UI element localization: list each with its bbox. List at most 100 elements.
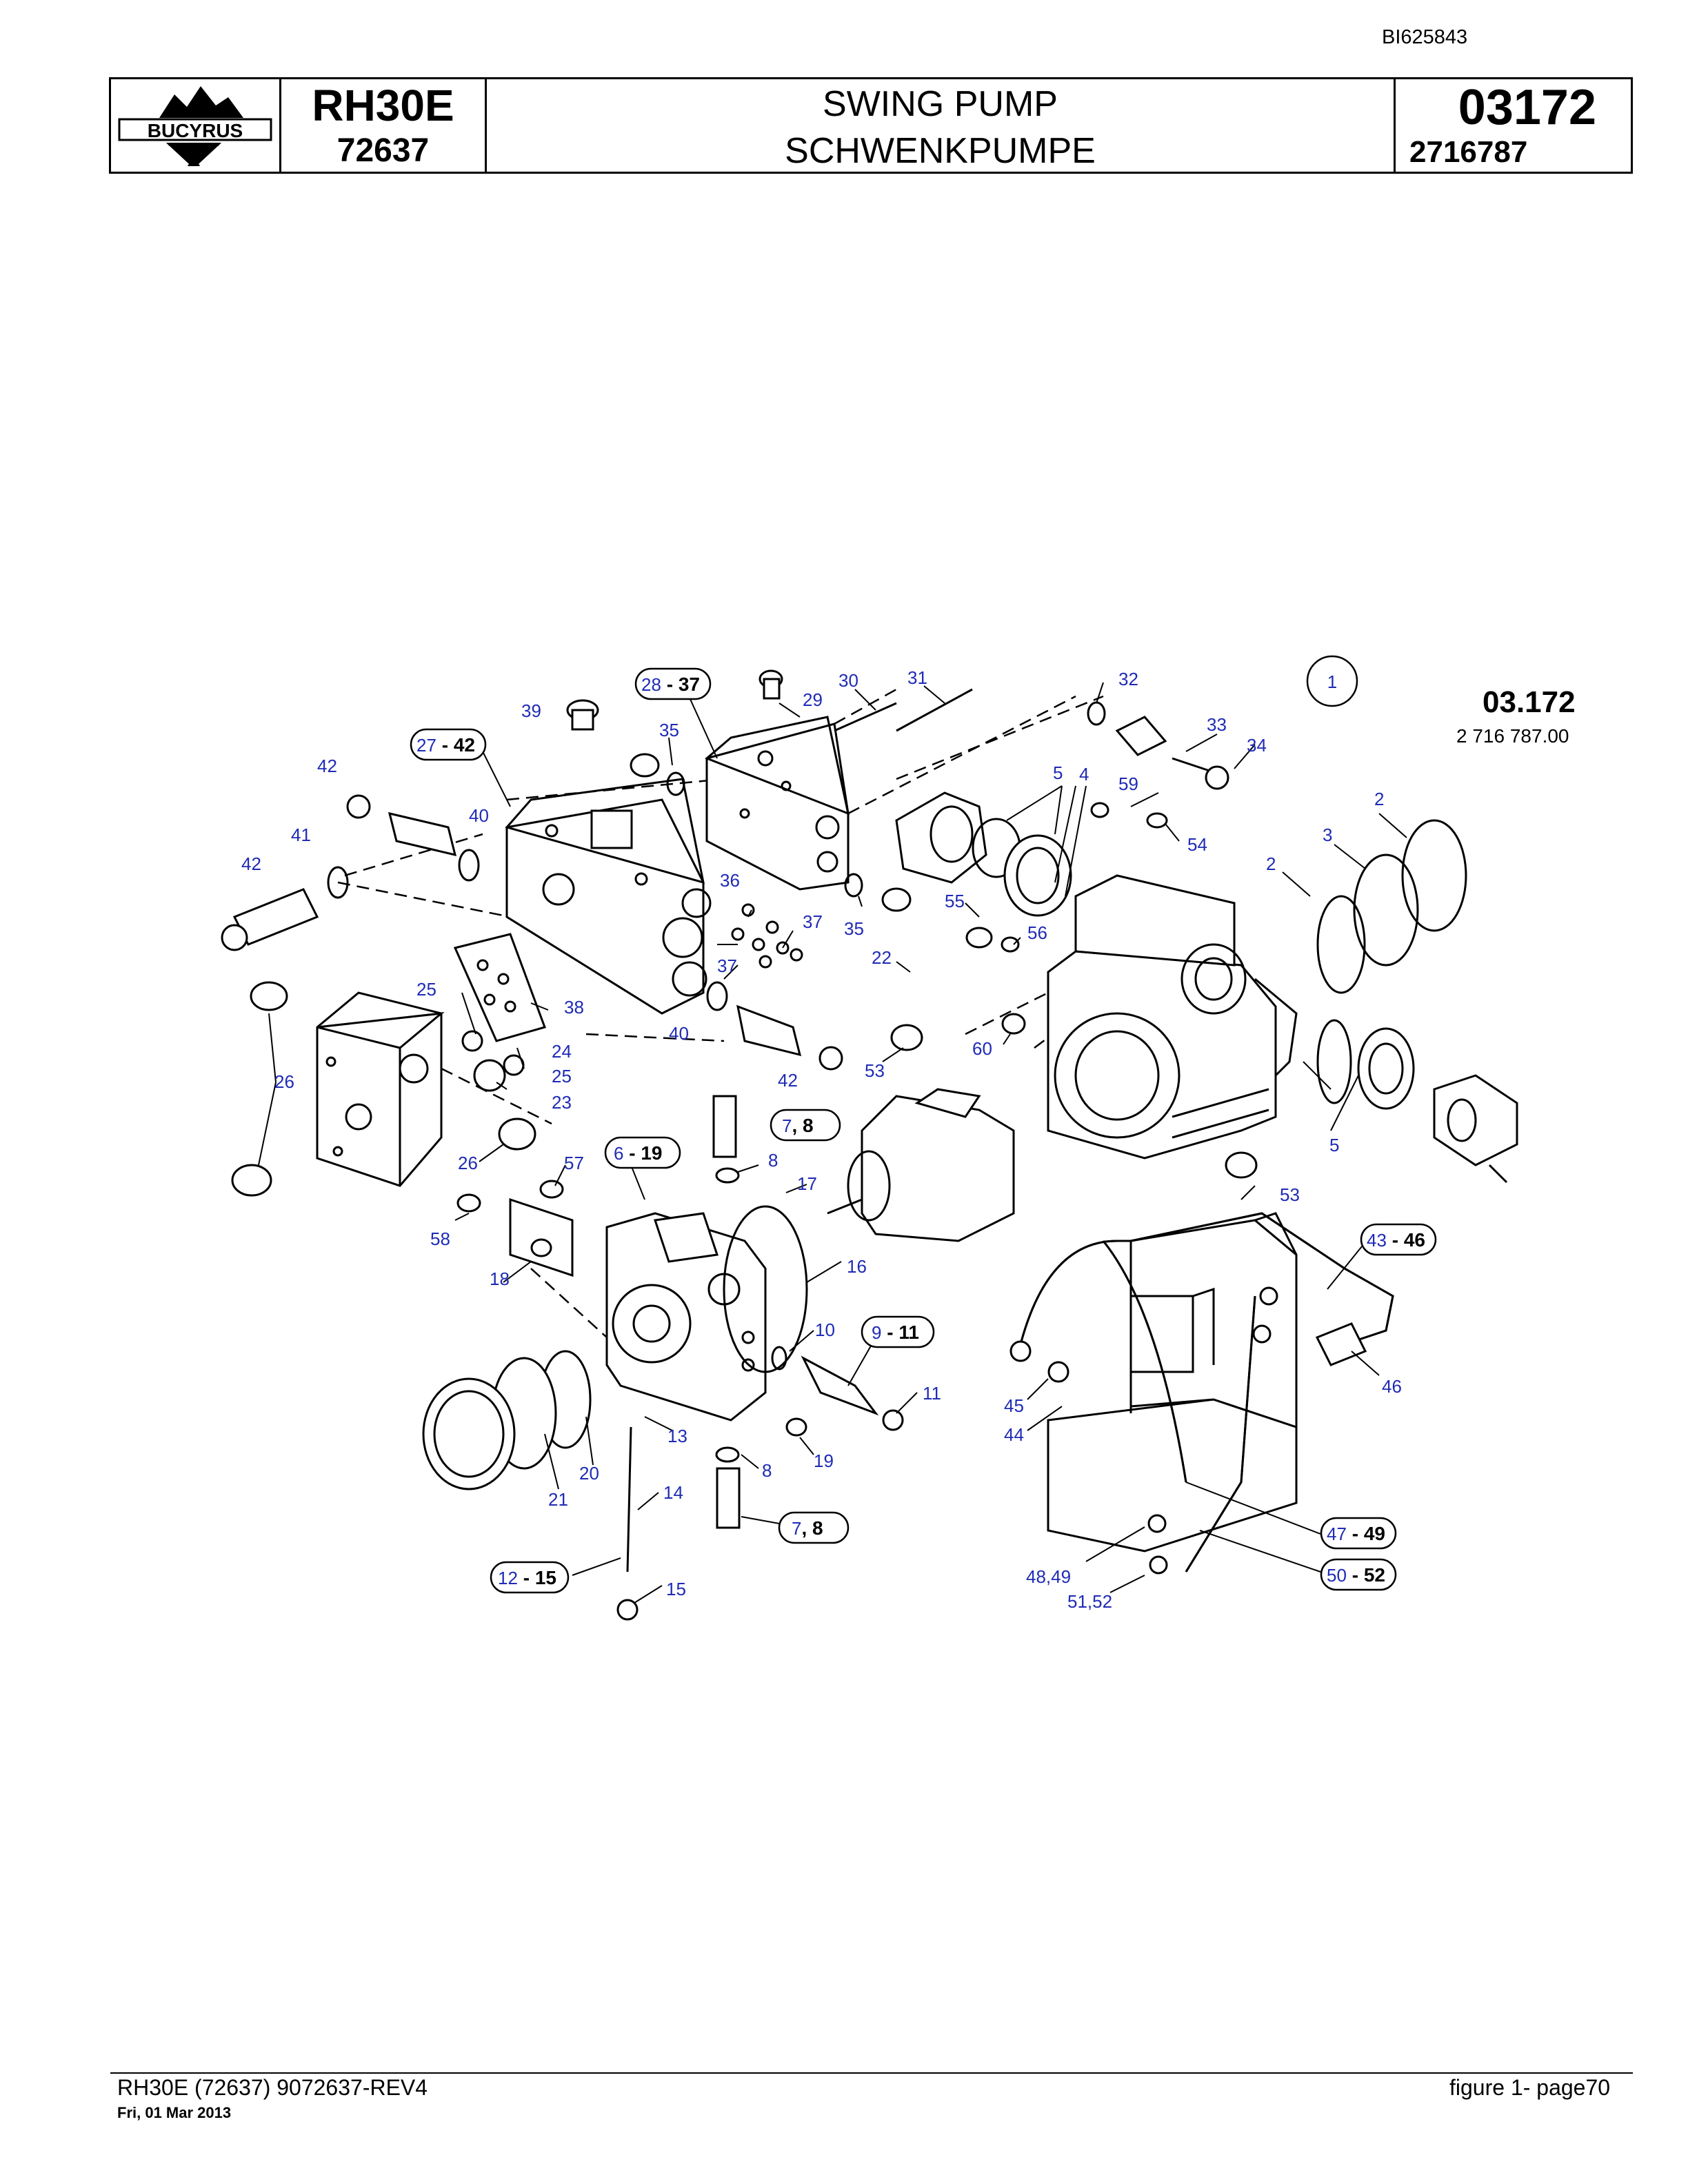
relief-valves xyxy=(221,794,843,1071)
range-43-46: 43 - 46 xyxy=(1367,1229,1425,1251)
pump-housing xyxy=(1047,874,1298,1160)
range-9-11: 9 - 11 xyxy=(872,1322,919,1343)
title-english: SWING PUMP xyxy=(823,84,1058,124)
callout-45: 45 xyxy=(1004,1395,1024,1416)
title-cell: SWING PUMP SCHWENKPUMPE xyxy=(487,79,1396,172)
rotary-group xyxy=(827,1088,1015,1242)
callout-22: 22 xyxy=(872,947,892,968)
circlips xyxy=(1316,819,1467,994)
callout-56: 56 xyxy=(1027,922,1047,943)
callout-20: 20 xyxy=(579,1463,599,1484)
cover-block xyxy=(316,991,445,1187)
callout-40b: 40 xyxy=(669,1023,689,1044)
pins-and-fittings xyxy=(456,1095,904,1621)
range-28-37: 28 - 37 xyxy=(641,674,700,695)
end-cover xyxy=(509,1197,808,1422)
screws-and-fittings xyxy=(666,688,1229,898)
range-27-42-box xyxy=(410,728,487,761)
callout-leader-lines xyxy=(258,682,1407,1604)
callout-46: 46 xyxy=(1382,1376,1402,1397)
callout-17: 17 xyxy=(797,1173,817,1194)
footer-document-ref: RH30E (72637) 9072637-REV4 xyxy=(117,2075,428,2100)
valve-block-upper xyxy=(705,716,850,891)
document-id: BI625843 xyxy=(1382,26,1468,48)
callout-1: 1 xyxy=(1327,671,1337,692)
bucyrus-logo-icon: BUCYRUS xyxy=(118,86,272,166)
callout-38: 38 xyxy=(564,997,584,1018)
round-cover xyxy=(422,1350,592,1490)
section-part-number: 2 716 787.00 xyxy=(1456,725,1569,747)
callout-8b: 8 xyxy=(762,1460,772,1481)
callout-3: 3 xyxy=(1323,825,1332,845)
callout-2b: 2 xyxy=(1266,853,1276,874)
callout-13: 13 xyxy=(667,1426,687,1446)
range-7-8b-box xyxy=(778,1511,850,1544)
callout-33: 33 xyxy=(1207,714,1227,735)
model-cell: RH30E 72637 xyxy=(281,79,487,172)
footer-date: Fri, 01 Mar 2013 xyxy=(117,2104,232,2121)
callout-48-49: 48,49 xyxy=(1026,1566,1071,1587)
callout-36: 36 xyxy=(720,870,740,891)
callout-5b: 5 xyxy=(1329,1135,1339,1155)
callout-37a: 37 xyxy=(803,911,823,932)
callout-11: 11 xyxy=(923,1383,941,1404)
callout-29: 29 xyxy=(803,689,823,710)
brand-logo-cell: BUCYRUS xyxy=(111,79,281,172)
callout-54: 54 xyxy=(1187,834,1207,855)
callout-10: 10 xyxy=(815,1320,835,1340)
gasket-plate xyxy=(453,933,546,1042)
callout-26a: 26 xyxy=(274,1071,294,1092)
callout-57: 57 xyxy=(564,1153,584,1173)
callout-8a: 8 xyxy=(768,1150,778,1171)
callout-60: 60 xyxy=(972,1038,992,1059)
range-7-8b: 7, 8 xyxy=(792,1517,823,1539)
callout-14: 14 xyxy=(663,1482,683,1503)
callout-34: 34 xyxy=(1247,735,1267,756)
footer-page-ref: figure 1- page70 xyxy=(1449,2075,1611,2100)
callout-16: 16 xyxy=(847,1256,867,1277)
callout-31: 31 xyxy=(907,667,927,688)
title-german: SCHWENKPUMPE xyxy=(785,131,1096,171)
callout-30: 30 xyxy=(838,670,858,691)
footer-divider xyxy=(110,2072,1633,2074)
callout-42c: 42 xyxy=(778,1070,798,1091)
callout-37b: 37 xyxy=(717,956,737,976)
range-callouts: 28 - 37 27 - 42 6 - 19 7, 8 7, 8 9 - 11 … xyxy=(410,667,1437,1594)
serial-number: 72637 xyxy=(336,132,430,169)
callout-41: 41 xyxy=(291,825,311,845)
callout-42a: 42 xyxy=(317,756,337,776)
callout-5a: 5 xyxy=(1053,762,1063,783)
range-6-19: 6 - 19 xyxy=(614,1142,663,1164)
reference-cell: 03172 2716787 xyxy=(1396,79,1631,172)
callout-2a: 2 xyxy=(1374,789,1384,809)
callout-25b: 25 xyxy=(552,1066,572,1086)
part-callouts: 2 2 3 4 5 5 8 8 10 11 13 14 15 16 17 18 … xyxy=(241,667,1402,1612)
range-50-52: 50 - 52 xyxy=(1327,1564,1385,1586)
model-name: RH30E xyxy=(312,81,454,130)
range-43-46-box xyxy=(1360,1223,1437,1256)
range-47-49-box xyxy=(1320,1517,1397,1550)
range-47-49: 47 - 49 xyxy=(1327,1523,1385,1544)
callout-58: 58 xyxy=(430,1228,450,1249)
range-12-15: 12 - 15 xyxy=(498,1567,556,1588)
callout-40a: 40 xyxy=(469,805,489,826)
callout-23: 23 xyxy=(552,1092,572,1113)
range-7-8a: 7, 8 xyxy=(782,1115,814,1136)
assembly-dashed-lines xyxy=(337,688,1104,1338)
range-7-8a-box xyxy=(770,1109,841,1142)
range-50-52-box xyxy=(1320,1558,1397,1591)
callout-42b: 42 xyxy=(241,853,261,874)
callout-35b: 35 xyxy=(844,918,864,939)
callout-4: 4 xyxy=(1079,764,1089,785)
callout-55: 55 xyxy=(945,891,965,911)
callout-19: 19 xyxy=(814,1450,834,1471)
range-9-11-box xyxy=(861,1315,935,1348)
callout-59: 59 xyxy=(1118,774,1138,794)
shaft-seal-parts xyxy=(895,791,1518,1184)
callout-51-52: 51,52 xyxy=(1067,1591,1112,1612)
svg-text:BUCYRUS: BUCYRUS xyxy=(148,120,243,141)
plug-screws xyxy=(231,669,1258,1197)
group-number: 03172 xyxy=(1458,80,1596,135)
callout-24: 24 xyxy=(552,1041,572,1062)
